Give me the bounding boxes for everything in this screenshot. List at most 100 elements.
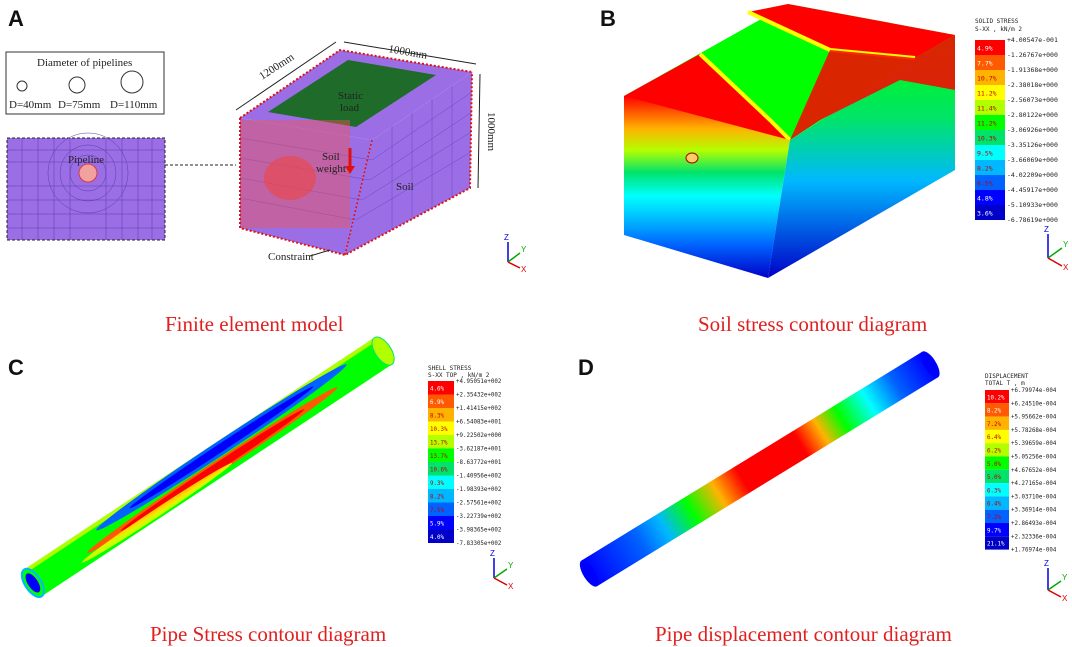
- legend-percent: 6.4%: [987, 435, 1001, 441]
- legend-percent: 10.2%: [987, 395, 1005, 401]
- svg-text:X: X: [1063, 263, 1069, 272]
- cross-section-grid: [7, 132, 165, 240]
- legend-percent: 13.7%: [430, 440, 448, 446]
- legend-percent: 4.6%: [430, 386, 444, 392]
- legend-value: -7.83305e+002: [456, 541, 501, 547]
- pipeline-label: Pipeline: [68, 154, 104, 166]
- legend-band: [985, 536, 1009, 550]
- legend-band: [975, 55, 1005, 70]
- soil-side: [768, 35, 955, 278]
- soil-front: [624, 96, 790, 278]
- legend-band: [975, 205, 1005, 220]
- diameter-box: [5, 51, 165, 115]
- legend-band: [985, 429, 1009, 444]
- legend-value: +5.39659e-004: [1011, 441, 1057, 447]
- soil-top-red-right: [748, 4, 955, 58]
- panel-letter-c: C: [8, 355, 24, 380]
- legend-percent: 13.7%: [430, 454, 448, 460]
- constraint-front-mesh: [240, 120, 350, 228]
- legend-value: -2.56073e+000: [1007, 96, 1058, 104]
- legend-c-title-1: SHELL STRESS: [428, 365, 472, 372]
- diameter-label-110: D=110mm: [110, 99, 158, 111]
- legend-value: -2.38018e+000: [1007, 81, 1058, 89]
- legend-band: [975, 145, 1005, 160]
- legend-percent: 7.7%: [977, 60, 993, 68]
- legend-value: +5.78268e-004: [1011, 428, 1057, 434]
- caption-d: Pipe displacement contour diagram: [655, 622, 952, 646]
- soil-label: Soil: [396, 181, 414, 193]
- legend-value: +9.22502e+000: [456, 433, 502, 439]
- legend-percent: 4.9%: [977, 45, 993, 53]
- legend-band: [985, 443, 1009, 457]
- legend-percent: 11.4%: [977, 105, 997, 113]
- legend-value: -2.57561e+002: [456, 501, 501, 507]
- pipe-d-end-left: [579, 560, 599, 587]
- pipe-circle-large: [120, 70, 144, 94]
- legend-band: [975, 115, 1005, 130]
- panel-letter-a: A: [8, 6, 24, 31]
- pipe-c-red-zone: [87, 387, 338, 554]
- pipe-c-body: [24, 337, 392, 597]
- pipe-d-body: [581, 351, 939, 587]
- legend-percent: 7.2%: [987, 422, 1001, 428]
- legend-band: [428, 529, 454, 543]
- legend-band: [975, 160, 1005, 175]
- legend-percent: 5.0%: [987, 475, 1001, 481]
- legend-band: [975, 70, 1005, 85]
- legend-value: -4.45917e+000: [1007, 186, 1058, 194]
- legend-b: 4.9%7.7%10.7%11.2%11.4%11.2%10.3%9.5%8.2…: [975, 36, 1058, 224]
- block-front: [240, 118, 372, 255]
- legend-band: [428, 462, 454, 476]
- legend-band: [985, 496, 1009, 510]
- legend-percent: 6.2%: [987, 449, 1001, 455]
- legend-value: -6.78619e+000: [1007, 216, 1058, 224]
- legend-band: [985, 469, 1009, 484]
- legend-percent: 8.3%: [430, 413, 444, 419]
- legend-band: [428, 516, 454, 530]
- legend-percent: 10.7%: [977, 75, 997, 83]
- legend-percent: 4.0%: [430, 535, 444, 541]
- legend-band: [428, 394, 454, 408]
- svg-text:Y: Y: [508, 561, 514, 570]
- legend-value: +6.24510e-004: [1011, 401, 1057, 407]
- legend-band: [985, 456, 1009, 470]
- legend-band: [428, 489, 454, 503]
- svg-text:Y: Y: [521, 245, 527, 254]
- legend-percent: 4.8%: [977, 195, 993, 203]
- legend-value: -1.98393e+002: [456, 487, 501, 493]
- soil-top-red-left: [624, 54, 790, 150]
- svg-text:Z: Z: [490, 549, 495, 558]
- legend-value: +1.41415e+002: [456, 406, 501, 412]
- legend-value: +2.32336e-004: [1011, 534, 1057, 540]
- legend-value: -3.98365e+002: [456, 528, 501, 534]
- legend-percent: 6.5%: [977, 180, 993, 188]
- static-load-label-1: Static: [338, 90, 363, 102]
- legend-band: [985, 483, 1009, 497]
- dim-right-label: 1000mm: [387, 43, 428, 62]
- pipe-circle-small: [16, 80, 28, 92]
- legend-c-title-2: S-XX TOP , kN/m 2: [428, 372, 490, 379]
- legend-percent: 5.0%: [987, 462, 1001, 468]
- static-load-area: [268, 60, 436, 127]
- block-top: [240, 50, 472, 140]
- pipe-c-end-right: [371, 336, 395, 366]
- block-side: [345, 72, 472, 255]
- legend-percent: 7.5%: [430, 508, 444, 514]
- diameter-title: Diameter of pipelines: [37, 57, 132, 69]
- legend-value: +4.00547e-001: [1007, 36, 1058, 44]
- legend-d: 10.2%8.2%7.2%6.4%6.2%5.0%5.0%6.3%6.4%7.2…: [985, 388, 1057, 554]
- legend-band: [428, 448, 454, 462]
- legend-band: [428, 502, 454, 516]
- legend-band: [975, 130, 1005, 145]
- legend-percent: 8.2%: [430, 494, 444, 500]
- legend-d-title-1: DISPLACEMENT: [985, 373, 1029, 380]
- legend-value: -3.35126e+000: [1007, 141, 1058, 149]
- legend-value: -3.22739e+002: [456, 514, 501, 520]
- caption-c: Pipe Stress contour diagram: [150, 622, 387, 646]
- legend-band: [428, 435, 454, 449]
- svg-text:Y: Y: [1063, 240, 1069, 249]
- legend-value: -5.10933e+000: [1007, 201, 1058, 209]
- legend-band: [428, 421, 454, 435]
- legend-value: -3.66069e+000: [1007, 156, 1058, 164]
- legend-percent: 11.2%: [977, 120, 997, 128]
